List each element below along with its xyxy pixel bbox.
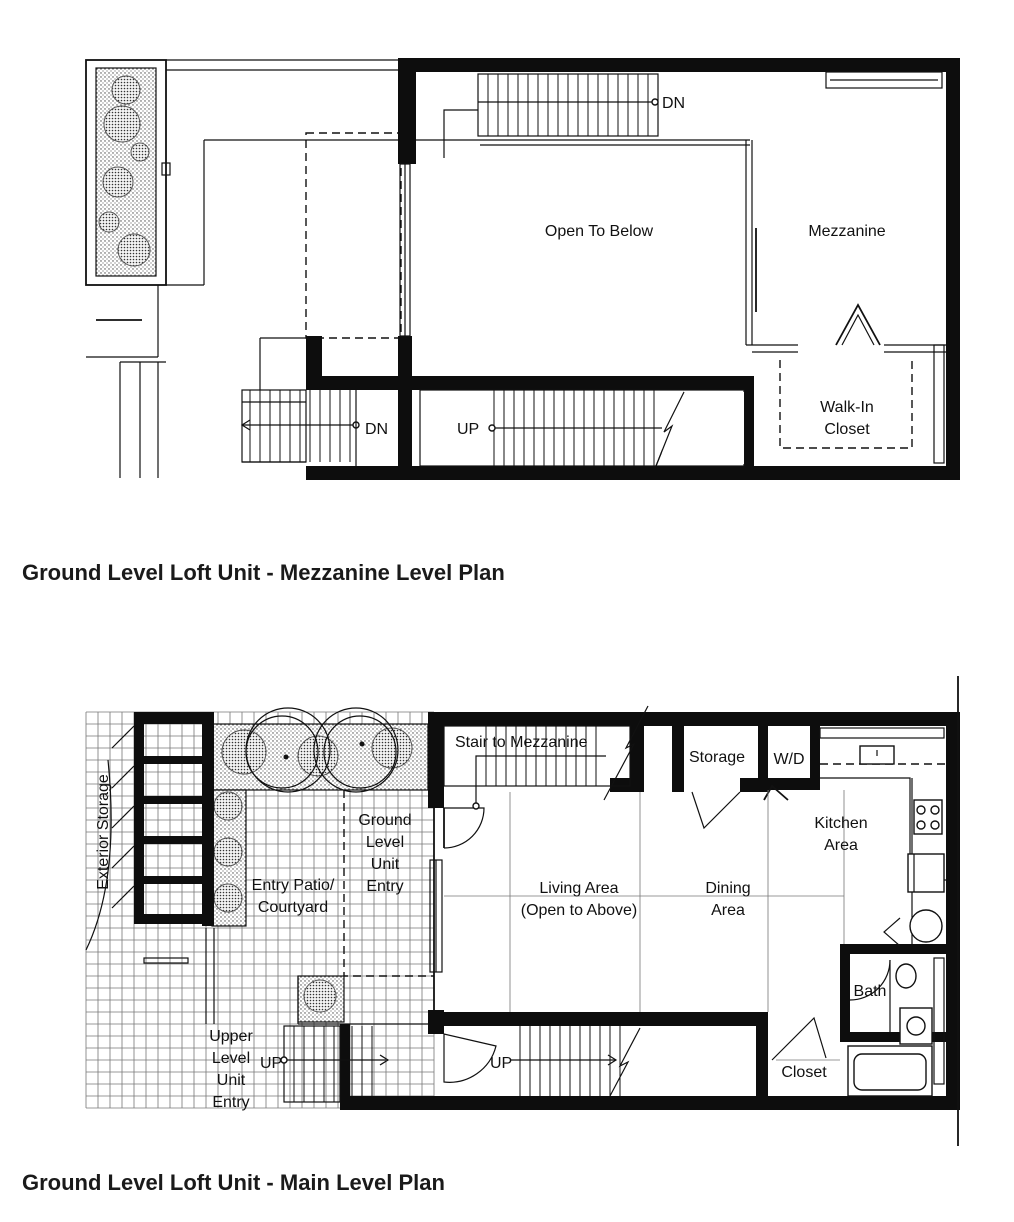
shrub-icon (213, 791, 243, 821)
stair-up-label: UP (260, 1055, 282, 1072)
living-area-label: (Open to Above) (521, 902, 638, 919)
walk-in-closet (779, 303, 946, 449)
shrub-icon (103, 105, 141, 143)
stair-direction-dot-icon (472, 802, 480, 810)
break-line-icon (603, 705, 649, 801)
stair-up-center (419, 389, 745, 467)
stair-direction-dot-icon (488, 424, 496, 432)
upper-level-entry-label: Entry (212, 1094, 249, 1111)
entry-patio-label: Courtyard (258, 899, 328, 916)
doors (443, 784, 891, 1083)
storage-label: Storage (689, 749, 745, 766)
kitchen-area-label: Area (824, 837, 858, 854)
shrub-icon (213, 837, 243, 867)
entry-outlines (297, 790, 435, 1025)
main-level-plan: Stair to Mezzanine Storage W/D Kitchen A… (85, 676, 960, 1146)
exterior-terrace (85, 59, 402, 478)
shrub-icon (130, 142, 150, 162)
exterior-storage-lockers (85, 712, 215, 1024)
windows (429, 727, 945, 1085)
kitchen-area-label: Kitchen (814, 815, 867, 832)
washer-dryer-label: W/D (773, 751, 804, 768)
open-to-below-label: Open To Below (545, 223, 654, 240)
ground-level-entry-label: Ground (358, 812, 411, 829)
locker-door-icon (111, 885, 135, 909)
break-line-icon (609, 1027, 641, 1097)
dining-area-label: Dining (705, 880, 750, 897)
stair-dn-label: DN (662, 95, 685, 112)
open-to-below-outline (745, 140, 798, 353)
upper-level-entry-label: Level (212, 1050, 250, 1067)
stair-down-top (416, 73, 750, 158)
shrub-icon (303, 979, 337, 1013)
upper-level-entry-label: Unit (217, 1072, 246, 1089)
locker-door-icon (111, 725, 135, 749)
mezzanine-plan-caption: Ground Level Loft Unit - Mezzanine Level… (22, 560, 505, 585)
stair-direction-dot-icon (280, 1056, 288, 1064)
closet-label: Closet (781, 1064, 827, 1081)
tree-canopy-icon (313, 707, 399, 793)
room-grid-lines (444, 792, 844, 1012)
windows (399, 71, 945, 464)
stair-dn-label: DN (365, 421, 388, 438)
door-swing-icon (771, 1016, 827, 1061)
toilet-icon (909, 909, 943, 943)
stair-to-mezzanine (443, 705, 649, 1012)
dining-area-label: Area (711, 902, 745, 919)
locker-door-icon (111, 845, 135, 869)
bath-fixtures (776, 909, 943, 1097)
locker-door-icon (111, 765, 135, 789)
bath-sink-icon (899, 1007, 933, 1045)
bifold-door-icon (835, 303, 881, 346)
upper-level-entry-label: Upper (209, 1028, 253, 1045)
shrub-icon (213, 883, 243, 913)
toilet-icon (895, 963, 917, 989)
stair-direction-dot-icon (651, 98, 659, 106)
ground-level-entry-label: Unit (371, 856, 400, 873)
walk-in-closet-label: Closet (824, 421, 870, 438)
shrub-icon (102, 166, 134, 198)
ground-level-entry-label: Entry (366, 878, 403, 895)
stair-up-center (510, 1026, 641, 1097)
bifold-door-icon (763, 784, 789, 801)
shrub-icon (371, 727, 413, 769)
door-swing-icon (849, 959, 891, 1001)
mezzanine-level-plan: Open To Below Mezzanine Walk-In Closet D… (85, 58, 960, 480)
locker-door-icon (111, 805, 135, 829)
door-swing-icon (443, 807, 485, 849)
shrub-icon (111, 75, 141, 105)
door-swing-icon (443, 1033, 497, 1083)
shrub-icon (98, 211, 120, 233)
exterior-storage-label: Exterior Storage (95, 774, 112, 890)
main-walls (340, 712, 960, 1110)
walk-in-closet-label: Walk-In (820, 399, 874, 416)
shrub-icon (221, 729, 267, 775)
door-swing-icon (691, 791, 741, 830)
mezzanine-label: Mezzanine (808, 223, 885, 240)
cooktop-icon (913, 799, 943, 835)
entry-patio-label: Entry Patio/ (252, 877, 335, 894)
roof-overhang-outline (305, 132, 402, 339)
main-plan-caption: Ground Level Loft Unit - Main Level Plan (22, 1170, 445, 1195)
shrub-icon (117, 233, 151, 267)
stair-to-mezzanine-label: Stair to Mezzanine (455, 734, 588, 751)
stair-down-left (240, 389, 360, 466)
stair-up-label: UP (457, 421, 479, 438)
ground-level-entry-label: Level (366, 834, 404, 851)
living-area-label: Living Area (539, 880, 618, 897)
stair-up-left (280, 1025, 390, 1103)
stair-up-label: UP (490, 1055, 512, 1072)
bath-label: Bath (854, 983, 887, 1000)
kitchen-fixtures (767, 745, 946, 1012)
mezzanine-walls (306, 58, 960, 480)
planting-beds (211, 707, 429, 1023)
